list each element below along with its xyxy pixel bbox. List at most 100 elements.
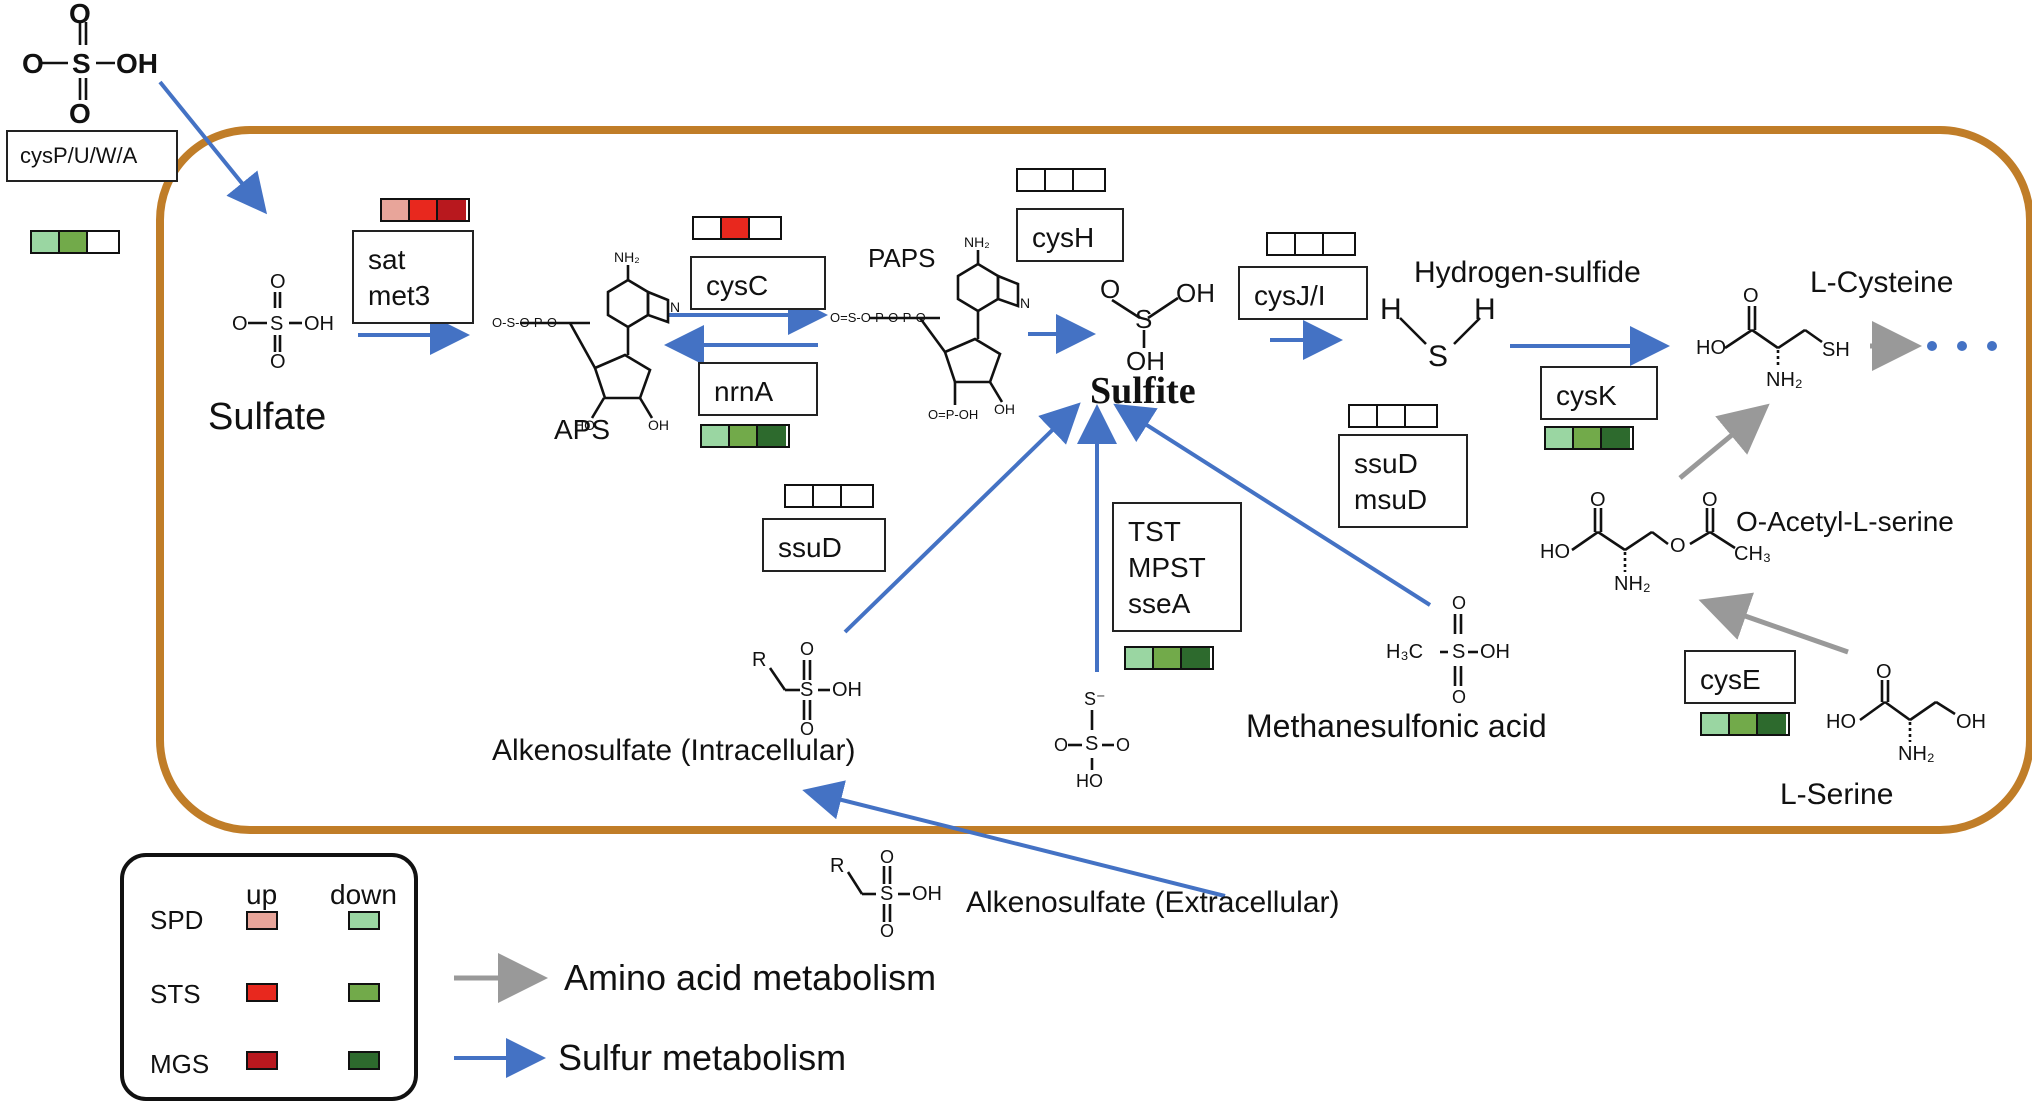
- gene-box-tst: TST MPST sseA: [1112, 502, 1242, 632]
- metabolite-aps: APS: [554, 414, 611, 445]
- sulfite-oh-bottom: OH: [1126, 346, 1165, 376]
- heatmap-cell-sts: [1046, 170, 1074, 190]
- cys-ho: HO: [1696, 337, 1726, 359]
- heatmap-cell-mgs: [88, 232, 116, 252]
- msa-o-top: O: [1452, 593, 1467, 613]
- heatmap-cell-sts: [1730, 714, 1758, 734]
- heatmap-cell-mgs: [750, 218, 778, 238]
- sulfite-oh-right: OH: [1176, 278, 1215, 308]
- paps-phosphate-3p: O=P-OH: [928, 407, 979, 422]
- heatmap-cell-sts: [722, 218, 750, 238]
- legend-swatch-down-sts: [348, 983, 380, 1002]
- cell-boundary: [156, 126, 2032, 834]
- legend-swatch-up-mgs: [246, 1051, 278, 1070]
- heatmap-cell-sts: [410, 200, 438, 220]
- oas-o2: O: [1702, 489, 1718, 511]
- atom-s: S: [270, 313, 284, 335]
- arrow-oacetylserine-to-cysteine: [1678, 403, 1770, 480]
- msa-oh: OH: [1480, 641, 1510, 663]
- atom-o-left: O: [22, 48, 44, 79]
- metabolite-l-cysteine: L-Cysteine: [1810, 266, 1954, 299]
- aps-ho: HO: [574, 417, 595, 433]
- metabolite-l-serine: L-Serine: [1780, 778, 1894, 811]
- alk-ex-o-top: O: [880, 847, 895, 867]
- heatmap-cell-spd: [1350, 406, 1378, 426]
- aps-oh: OH: [648, 417, 669, 433]
- metabolite-sulfite: Sulfite: [1090, 370, 1196, 412]
- legend-amino-acid-metabolism: Amino acid metabolism: [564, 957, 937, 998]
- legend-swatch-down-spd: [348, 911, 380, 930]
- heatmap-cell-spd: [1126, 648, 1154, 668]
- metabolite-alkenosulfate-intracellular: Alkenosulfate (Intracellular): [492, 734, 856, 767]
- oas-ch3: CH₃: [1734, 543, 1772, 565]
- heatmap-ssuD-left: [784, 484, 874, 508]
- heatmap-cell-mgs: [1324, 234, 1352, 254]
- oas-ho: HO: [1540, 541, 1570, 563]
- alk-ex-r: R: [830, 855, 845, 877]
- alk-in-o-bottom: O: [800, 719, 815, 739]
- heatmap-cell-sts: [1574, 428, 1602, 448]
- gene-label: met3: [368, 280, 431, 311]
- aps-nh2: NH₂: [614, 249, 640, 265]
- thio-s-minus: S⁻: [1084, 689, 1106, 709]
- atom-oh: OH: [116, 48, 158, 79]
- heatmap-cell-mgs: [1758, 714, 1786, 734]
- gene-box-sat: sat met3: [352, 230, 474, 324]
- legend-row-spd: SPD: [150, 905, 204, 935]
- atom-o-bottom: O: [270, 351, 286, 373]
- gene-label: sat: [368, 244, 406, 275]
- cys-nh2: NH₂: [1766, 369, 1803, 391]
- heatmap-cell-mgs: [1182, 648, 1210, 668]
- gene-box-cysPUWA: cysP/U/W/A: [6, 130, 178, 182]
- atom-o-top: O: [270, 271, 286, 293]
- ser-o: O: [1876, 661, 1892, 683]
- heatmap-cell-mgs: [1602, 428, 1630, 448]
- arrow-serine-to-oacetylserine: [1698, 592, 1849, 655]
- heatmap-cell-sts: [730, 426, 758, 446]
- gene-label: MPST: [1128, 552, 1206, 583]
- gene-label: cysH: [1032, 222, 1095, 253]
- metabolite-sulfate: Sulfate: [208, 396, 327, 438]
- atom-o-bottom: O: [69, 98, 91, 129]
- msa-h3c: H₃C: [1386, 641, 1424, 663]
- heatmap-nrnA: [700, 424, 790, 448]
- h2s-h-right: H: [1474, 293, 1496, 326]
- aps-phosphate-chain: O-S-O-P-O: [492, 315, 557, 330]
- heatmap-cysH: [1016, 168, 1106, 192]
- gene-box-cysK: cysK: [1540, 366, 1658, 420]
- atom-s: S: [72, 48, 91, 79]
- thio-ho: HO: [1076, 771, 1103, 791]
- gene-box-cysE: cysE: [1684, 650, 1796, 704]
- gene-label: ssuD: [1354, 448, 1418, 479]
- alk-in-r: R: [752, 649, 767, 671]
- heatmap-cell-spd: [1702, 714, 1730, 734]
- alk-ex-oh: OH: [912, 883, 942, 905]
- legend-swatch-up-spd: [246, 911, 278, 930]
- metabolite-paps: PAPS: [868, 243, 936, 273]
- legend-swatch-up-sts: [246, 983, 278, 1002]
- heatmap-cell-mgs: [1406, 406, 1434, 426]
- structure-bonds: [42, 22, 1956, 922]
- alk-ex-o-bottom: O: [880, 921, 895, 941]
- heatmap-cell-spd: [382, 200, 410, 220]
- heatmap-cell-sts: [60, 232, 88, 252]
- heatmap-cysK: [1544, 426, 1634, 450]
- gene-label: nrnA: [714, 376, 774, 407]
- gene-label: TST: [1128, 516, 1181, 547]
- gene-label: ssuD: [778, 532, 842, 563]
- gene-box-cysJI: cysJ/I: [1238, 266, 1368, 320]
- gene-box-cysH: cysH: [1016, 208, 1124, 262]
- arrow-sulfate-uptake: [158, 80, 268, 215]
- gene-label: sseA: [1128, 588, 1191, 619]
- alk-ex-s: S: [880, 883, 894, 905]
- gene-label: cysC: [706, 270, 769, 301]
- oas-o-ester: O: [1670, 535, 1686, 557]
- metabolite-alkenosulfate-extracellular: Alkenosulfate (Extracellular): [966, 886, 1340, 919]
- heatmap-cell-spd: [32, 232, 60, 252]
- heatmap-cell-spd: [702, 426, 730, 446]
- arrow-extracellular-to-intracellular: [802, 780, 1226, 898]
- heatmap-cysPUWA: [30, 230, 120, 254]
- heatmap-cell-spd: [786, 486, 814, 506]
- thio-s: S: [1085, 733, 1099, 755]
